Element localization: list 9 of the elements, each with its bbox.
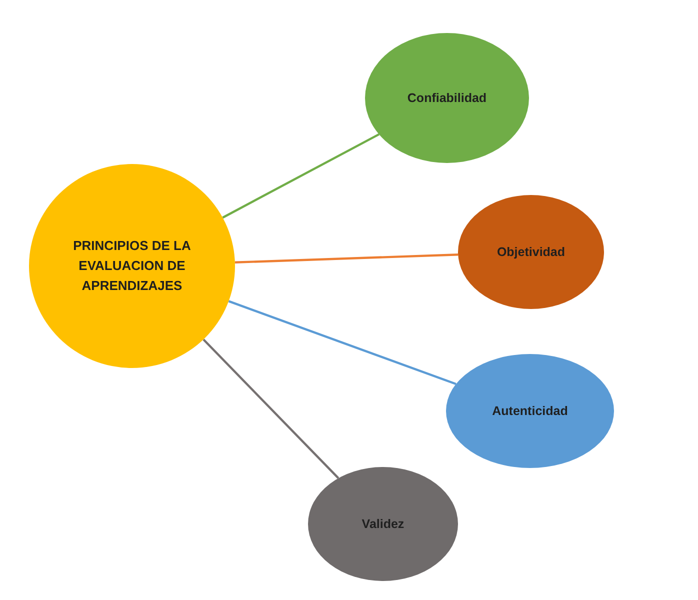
- topic-label: PRINCIPIOS DE LA EVALUACION DE APRENDIZAJES: [72, 236, 192, 296]
- connector-line: [228, 300, 456, 386]
- principle-label: Autenticidad: [492, 404, 568, 418]
- connector-line: [222, 133, 380, 219]
- principle-label: Confiabilidad: [407, 90, 487, 106]
- principle-label: Objetividad: [496, 244, 566, 260]
- connector-line: [202, 338, 340, 479]
- principle-label: Validez: [362, 516, 404, 532]
- connector-line: [234, 254, 458, 264]
